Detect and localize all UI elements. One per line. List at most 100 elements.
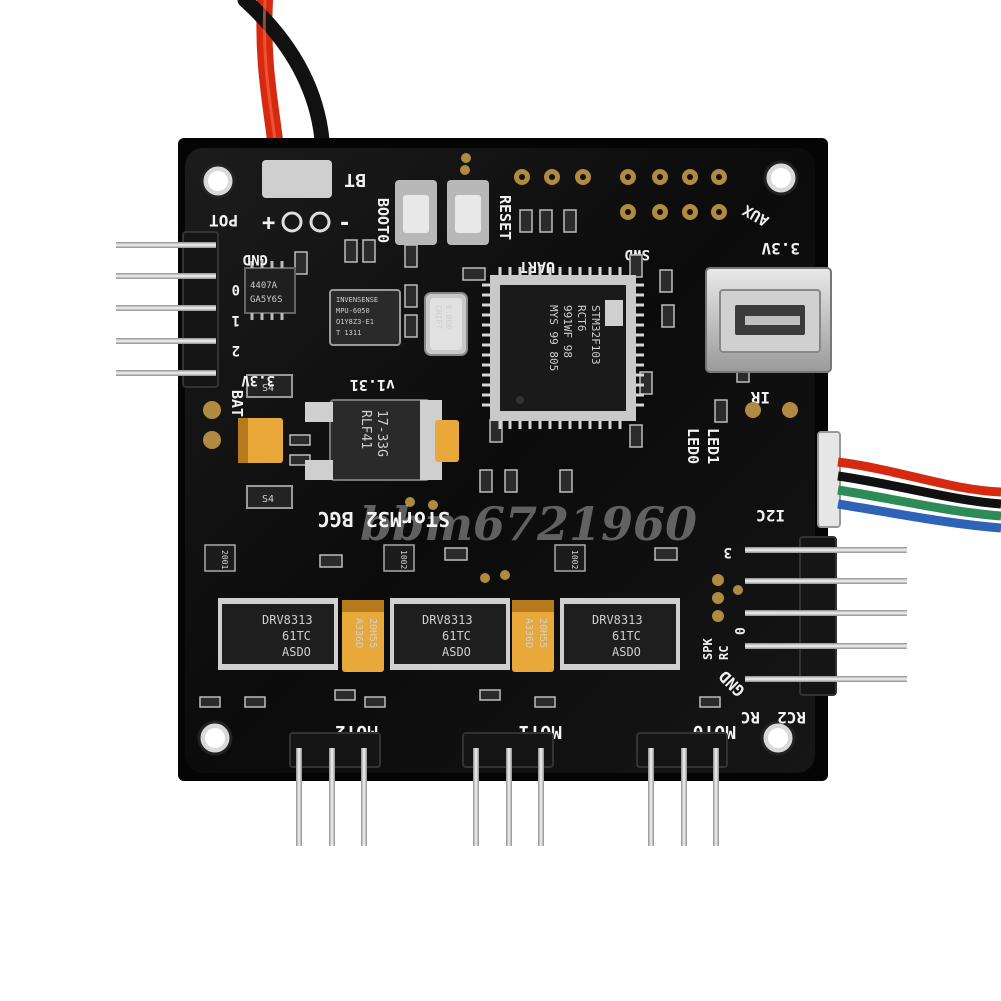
- rc-label-rc2: RC2: [777, 708, 806, 727]
- mcu-line-1: STM32F103: [589, 305, 602, 365]
- reset-label: RESET: [496, 195, 514, 240]
- mpu-line-3: O1Y8Z3-E1: [336, 318, 374, 326]
- mcu-line-4: MYS 99 805: [547, 305, 560, 371]
- cap1-line-1: A336D: [353, 618, 364, 648]
- pot-pin-header: [116, 231, 219, 388]
- pot-label: POT: [209, 211, 238, 230]
- ir-pad-2: [782, 402, 798, 418]
- regulator-line-2: RLF41: [358, 410, 373, 449]
- driver-chip-mot2: DRV8313 61TC ASDO: [218, 598, 338, 670]
- bt-label: BT: [344, 169, 366, 190]
- v33-top-label: 3.3V: [761, 239, 800, 258]
- diode-top-label: S4: [262, 383, 274, 394]
- plus-label: +: [262, 211, 275, 236]
- mcu-line-3: 991WF 98: [561, 305, 574, 358]
- drv0-line-1: DRV8313: [592, 613, 643, 627]
- uart-label: UART: [519, 258, 555, 276]
- diode-bottom: S4: [246, 485, 293, 509]
- watermark-text: bbm6721960: [360, 497, 697, 551]
- mpu-line-2: MPU-6050: [336, 307, 370, 315]
- drv0-line-3: ASDO: [612, 645, 641, 659]
- mpu-sensor-chip: INVENSENSE MPU-6050 O1Y8Z3-E1 T 1311: [329, 289, 401, 346]
- driver-chip-mot1: DRV8313 61TC ASDO: [390, 598, 510, 670]
- bat-pad-2: [203, 431, 221, 449]
- regulator-line-1: 17-33G: [374, 410, 389, 457]
- n1-label: 1: [232, 312, 240, 328]
- power-plus-pad: [281, 211, 303, 233]
- res-label-2: 1002: [399, 550, 408, 569]
- mpu-line-4: T 1311: [336, 329, 361, 337]
- drv2-line-3: ASDO: [282, 645, 311, 659]
- drv2-line-1: DRV8313: [262, 613, 313, 627]
- bat-label: BAT: [228, 390, 246, 417]
- minus-label: -: [338, 211, 351, 236]
- mot0-pin-header: [636, 732, 728, 846]
- res-label-3: 1002: [570, 550, 579, 569]
- mosfet-line-1: 4407A: [250, 281, 278, 291]
- resistor-arrays: 2001 1002 1002: [204, 544, 586, 572]
- mcu-chip: STM32F103 RCT6 991WF 98 MYS 99 805: [482, 267, 644, 429]
- n2-label: 2: [232, 342, 240, 358]
- crystal-text-1: CHIFT: [434, 305, 443, 329]
- aux-pad-holes: [625, 174, 722, 215]
- diode-top: S4: [246, 374, 293, 398]
- drv1-line-1: DRV8313: [422, 613, 473, 627]
- tantalum-cap-left: [238, 418, 283, 463]
- tantalum-cap-2: A336D 20H55: [512, 600, 554, 672]
- voltage-regulator: 17-33G RLF41: [305, 399, 442, 481]
- mini-usb-port[interactable]: [705, 267, 832, 373]
- mosfet-line-2: GA5Y6S: [250, 295, 283, 305]
- res-label-1: 2001: [220, 550, 229, 569]
- i2c-cable: [817, 431, 1001, 533]
- led0-label: LED0: [684, 428, 702, 464]
- drv0-line-2: 61TC: [612, 629, 641, 643]
- boot0-button[interactable]: [395, 180, 437, 245]
- n3-label: 3: [724, 544, 732, 560]
- board-name-label: STorM32 BGC: [318, 507, 450, 531]
- rc-label-0: 0: [734, 627, 749, 635]
- mot2-pin-header: [289, 732, 381, 846]
- driver-chip-mot0: DRV8313 61TC ASDO: [560, 598, 680, 670]
- version-label: v1.31: [350, 376, 395, 394]
- rc-label-spk: SPK: [701, 638, 715, 660]
- drv1-line-2: 61TC: [442, 629, 471, 643]
- rc-label-rc-right: RC: [741, 708, 760, 727]
- led1-label: LED1: [704, 428, 722, 464]
- bat-pad-1: [203, 401, 221, 419]
- rc-pin-header: [745, 536, 907, 696]
- drv2-line-2: 61TC: [282, 629, 311, 643]
- rc-label-rc: RC: [717, 646, 731, 660]
- diode-bottom-label: S4: [262, 494, 274, 505]
- uart-pad-holes: [519, 174, 586, 180]
- power-wires: [237, 0, 338, 183]
- crystal-text-2: 8.000: [444, 305, 453, 329]
- n0-label: 0: [232, 281, 240, 297]
- gold-pads-small: [405, 153, 743, 622]
- power-minus-pad: [309, 211, 331, 233]
- mosfet-chip: 4407A GA5Y6S: [244, 261, 296, 320]
- tantalum-cap-1: A336D 20H55: [342, 600, 384, 672]
- tantalum-cap-left-band: [238, 418, 248, 463]
- i2c-label: I2C: [756, 506, 785, 525]
- cap1-line-2: 20H55: [367, 618, 378, 648]
- cap2-line-2: 20H55: [537, 618, 548, 648]
- v33-left-label: 3.3V: [241, 372, 275, 388]
- mot1-pin-header: [462, 732, 554, 846]
- drv1-line-3: ASDO: [442, 645, 471, 659]
- ir-label: IR: [750, 388, 770, 407]
- crystal-oscillator: CHIFT 8.000: [424, 292, 468, 356]
- cap2-line-1: A336D: [523, 618, 534, 648]
- ir-pad-1: [745, 402, 761, 418]
- bt-solder-pad: [262, 160, 332, 198]
- mpu-line-1: INVENSENSE: [336, 296, 378, 304]
- tantalum-cap-small: [435, 420, 459, 462]
- arm-logo-icon: [605, 300, 623, 326]
- boot0-label: BOOT0: [374, 198, 392, 243]
- gnd-left-label: GND: [243, 251, 268, 267]
- reset-button[interactable]: [447, 180, 489, 245]
- mcu-line-2: RCT6: [575, 305, 588, 332]
- mounting-holes: [197, 160, 799, 756]
- bottom-smd-row: [199, 689, 721, 708]
